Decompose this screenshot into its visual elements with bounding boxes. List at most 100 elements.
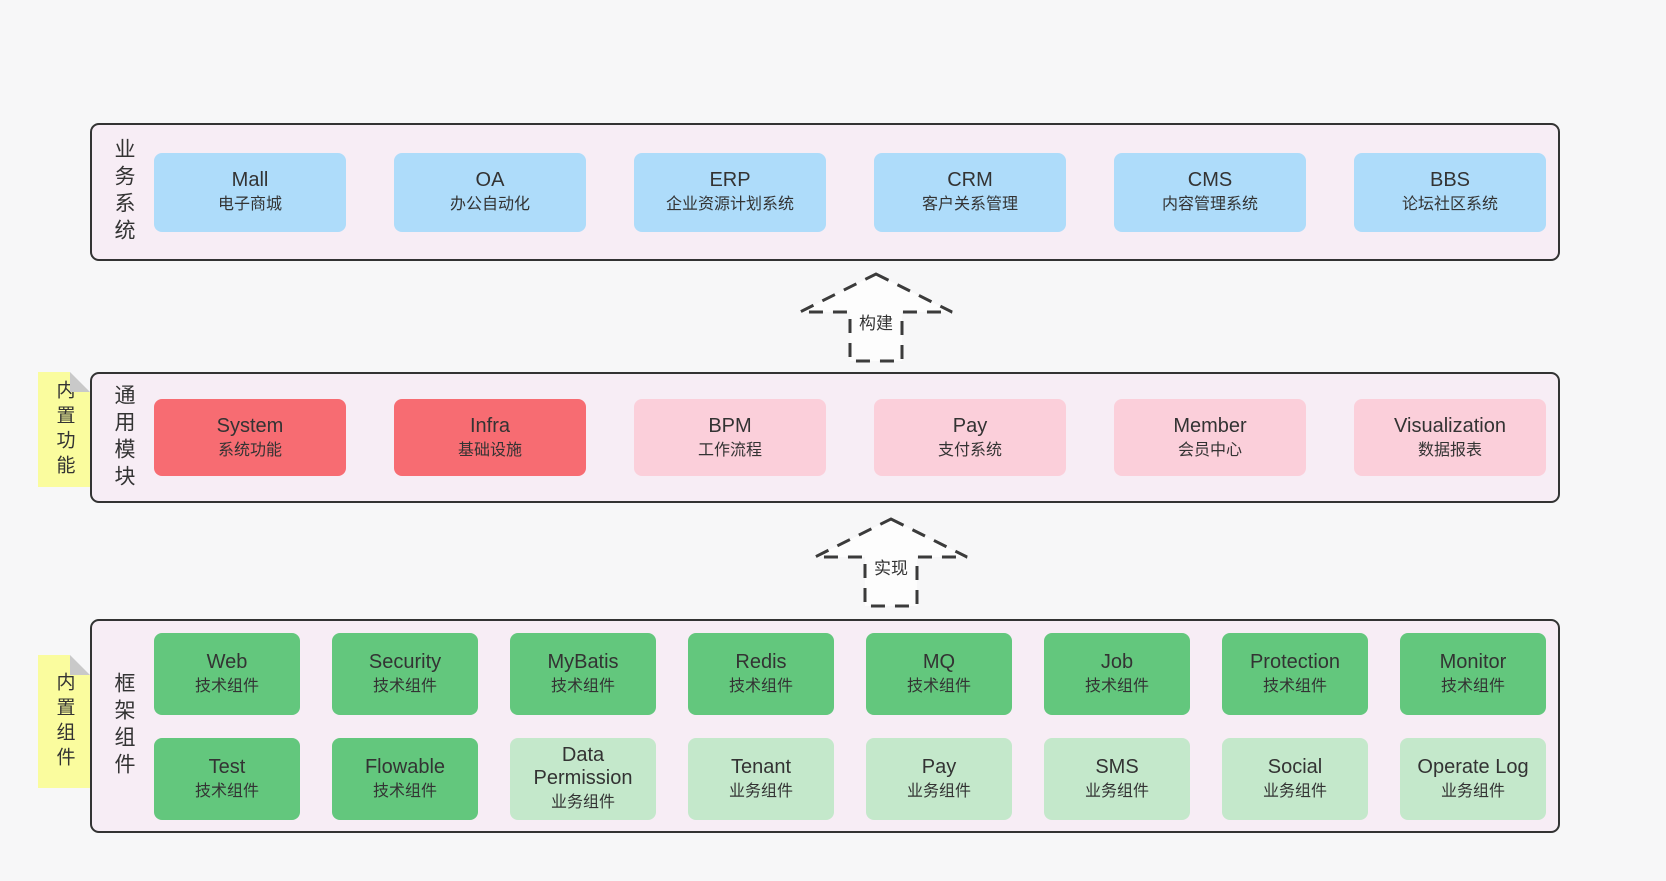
box-title: BPM: [708, 414, 752, 437]
box-subtitle: 技术组件: [906, 677, 971, 695]
box-subtitle: 技术组件: [194, 782, 259, 800]
folded-corner-icon: [70, 655, 90, 675]
arrow-implement-label: 实现: [871, 553, 911, 580]
box-pay-component: Pay 业务组件: [866, 737, 1012, 820]
box-title: MQ: [922, 650, 956, 673]
box-title: OA: [475, 169, 505, 192]
box-mybatis: MyBatis 技术组件: [510, 632, 656, 715]
box-title: Operate Log: [1417, 755, 1529, 778]
box-title: MyBatis: [547, 650, 619, 673]
panel-business-side-label: 业务系统: [112, 138, 135, 246]
module-boxes-row: System 系统功能 Infra 基础设施 BPM 工作流程 Pay 支付系统…: [154, 374, 1558, 501]
box-title: Monitor: [1439, 650, 1507, 673]
box-subtitle: 技术组件: [1262, 677, 1327, 695]
box-title: CMS: [1187, 169, 1233, 192]
box-subtitle: 技术组件: [728, 677, 793, 695]
box-title: CRM: [947, 169, 993, 192]
box-mall: Mall 电子商城: [154, 152, 346, 232]
box-subtitle: 技术组件: [550, 677, 615, 695]
box-subtitle: 技术组件: [1440, 677, 1505, 695]
box-subtitle: 系统功能: [217, 441, 282, 459]
box-security: Security 技术组件: [332, 632, 478, 715]
box-data-permission: Data Permission 业务组件: [510, 737, 656, 820]
box-subtitle: 客户关系管理: [921, 196, 1018, 214]
box-title: Pay: [952, 414, 988, 437]
box-subtitle: 基础设施: [457, 441, 522, 459]
box-bpm: BPM 工作流程: [634, 399, 826, 476]
box-job: Job 技术组件: [1044, 632, 1190, 715]
box-title: Protection: [1249, 650, 1341, 673]
box-title: Mall: [231, 169, 269, 192]
box-title: Web: [206, 650, 248, 673]
box-oa: OA 办公自动化: [394, 152, 586, 232]
panel-business-systems: 业务系统 Mall 电子商城 OA 办公自动化 ERP 企业资源计划系统 CRM…: [90, 123, 1560, 261]
box-tenant: Tenant 业务组件: [688, 737, 834, 820]
box-title: Data Permission: [533, 744, 633, 790]
box-title: Redis: [735, 650, 787, 673]
box-member: Member 会员中心: [1114, 399, 1306, 476]
box-subtitle: 支付系统: [937, 441, 1002, 459]
box-title: Test: [208, 755, 246, 778]
note-built-in-components: 内置组件: [38, 655, 90, 788]
box-subtitle: 企业资源计划系统: [665, 196, 794, 214]
note-built-in-features: 内置功能: [38, 372, 90, 487]
box-subtitle: 工作流程: [697, 441, 762, 459]
box-pay-module: Pay 支付系统: [874, 399, 1066, 476]
box-subtitle: 业务组件: [906, 782, 971, 800]
arrow-build-label: 构建: [856, 308, 896, 335]
box-subtitle: 业务组件: [1084, 782, 1149, 800]
box-system: System 系统功能: [154, 399, 346, 476]
box-sms: SMS 业务组件: [1044, 737, 1190, 820]
box-title: Tenant: [730, 755, 792, 778]
box-subtitle: 内容管理系统: [1161, 196, 1258, 214]
box-subtitle: 电子商城: [217, 196, 282, 214]
box-title: Visualization: [1394, 414, 1506, 437]
box-title: Flowable: [364, 755, 446, 778]
box-subtitle: 业务组件: [550, 794, 615, 812]
business-boxes-row: Mall 电子商城 OA 办公自动化 ERP 企业资源计划系统 CRM 客户关系…: [154, 125, 1558, 259]
box-subtitle: 论坛社区系统: [1401, 196, 1498, 214]
box-crm: CRM 客户关系管理: [874, 152, 1066, 232]
framework-row-1: Web 技术组件 Security 技术组件 MyBatis 技术组件 Redi…: [154, 632, 1546, 715]
box-title: Social: [1267, 755, 1323, 778]
box-title: SMS: [1095, 755, 1139, 778]
box-subtitle: 技术组件: [1084, 677, 1149, 695]
box-erp: ERP 企业资源计划系统: [634, 152, 826, 232]
panel-modules-side-label: 通用模块: [112, 383, 135, 492]
box-title: Job: [1100, 650, 1134, 673]
box-bbs: BBS 论坛社区系统: [1354, 152, 1546, 232]
box-title: Security: [368, 650, 442, 673]
box-subtitle: 数据报表: [1417, 441, 1482, 459]
box-title: ERP: [709, 169, 751, 192]
box-protection: Protection 技术组件: [1222, 632, 1368, 715]
framework-boxes-grid: Web 技术组件 Security 技术组件 MyBatis 技术组件 Redi…: [154, 621, 1558, 831]
box-cms: CMS 内容管理系统: [1114, 152, 1306, 232]
box-title: Member: [1173, 414, 1247, 437]
box-web: Web 技术组件: [154, 632, 300, 715]
box-subtitle: 业务组件: [1440, 782, 1505, 800]
panel-common-modules: 通用模块 System 系统功能 Infra 基础设施 BPM 工作流程 Pay…: [90, 372, 1560, 503]
box-title: Pay: [921, 755, 957, 778]
box-title: System: [216, 414, 284, 437]
panel-framework-components: 框架组件 Web 技术组件 Security 技术组件 MyBatis 技术组件…: [90, 619, 1560, 833]
box-visualization: Visualization 数据报表: [1354, 399, 1546, 476]
framework-row-2: Test 技术组件 Flowable 技术组件 Data Permission …: [154, 737, 1546, 820]
box-mq: MQ 技术组件: [866, 632, 1012, 715]
arrow-implement: 实现: [811, 515, 971, 610]
folded-corner-icon: [70, 372, 90, 392]
arrow-build: 构建: [796, 270, 956, 365]
box-test: Test 技术组件: [154, 737, 300, 820]
box-social: Social 业务组件: [1222, 737, 1368, 820]
note-text: 内置组件: [53, 671, 75, 772]
box-title: BBS: [1429, 169, 1471, 192]
box-subtitle: 办公自动化: [449, 196, 530, 214]
box-subtitle: 业务组件: [1262, 782, 1327, 800]
box-subtitle: 会员中心: [1177, 441, 1242, 459]
note-text: 内置功能: [53, 379, 75, 480]
box-title: Infra: [469, 414, 511, 437]
box-subtitle: 技术组件: [194, 677, 259, 695]
panel-framework-side-label: 框架组件: [112, 672, 135, 780]
box-infra: Infra 基础设施: [394, 399, 586, 476]
box-monitor: Monitor 技术组件: [1400, 632, 1546, 715]
